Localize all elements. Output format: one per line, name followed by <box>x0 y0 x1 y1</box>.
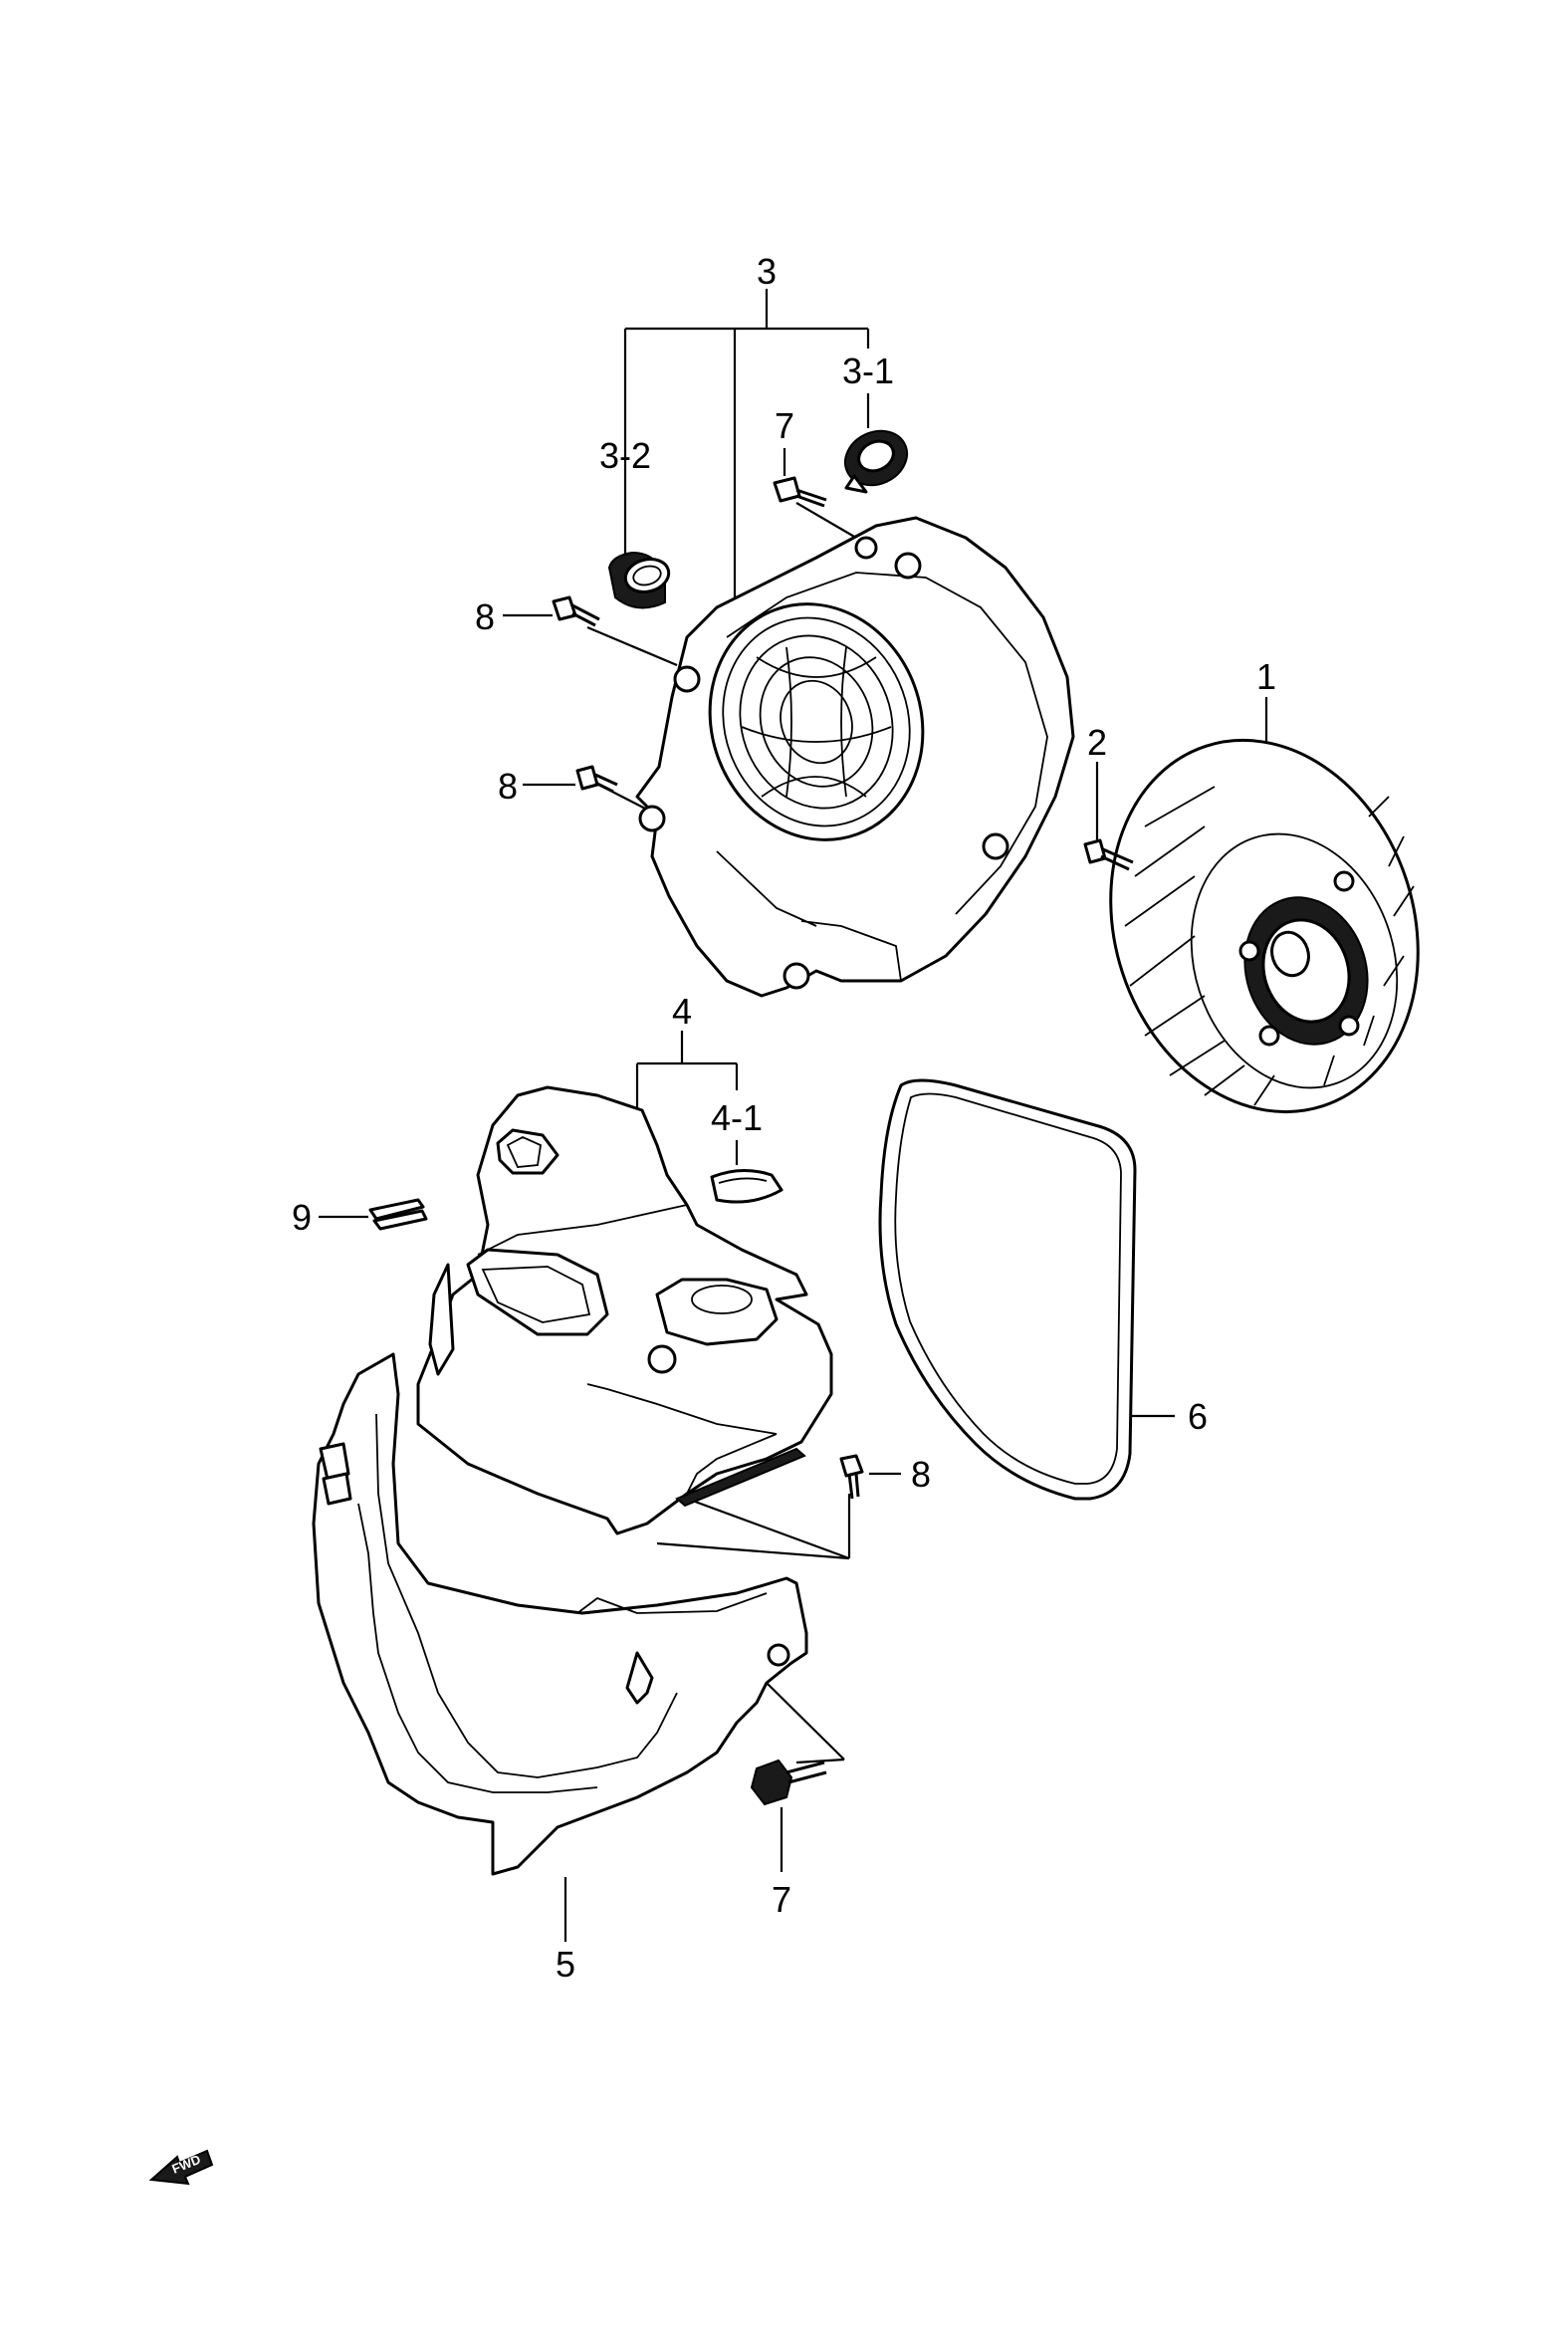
callout-1: 1 <box>1256 656 1276 697</box>
callout-8-lower: 8 <box>498 766 518 807</box>
bolt-part-8-right <box>839 1454 864 1500</box>
callout-7-bottom: 7 <box>772 1879 791 1920</box>
fwd-arrow-icon: FWD <box>148 2149 214 2186</box>
bolt-part-7-bottom <box>750 1759 827 1806</box>
grommet-part-3-2 <box>607 551 671 609</box>
callout-9: 9 <box>292 1197 312 1238</box>
bolt-part-8-lower <box>575 765 618 794</box>
callout-3-1: 3-1 <box>842 351 894 391</box>
fan-part-1 <box>1109 738 1420 1114</box>
gasket-part-6 <box>878 1078 1137 1501</box>
callout-5: 5 <box>556 1944 575 1985</box>
shroud-part-4 <box>416 1085 833 1535</box>
callout-6: 6 <box>1188 1396 1208 1437</box>
bolt-part-8-upper <box>552 595 600 627</box>
bolt-part-7-top <box>773 476 827 508</box>
callout-8-upper: 8 <box>475 596 495 637</box>
seal-part-3-1 <box>843 429 909 494</box>
fan-cover-part-3 <box>635 516 1075 998</box>
callout-7-top: 7 <box>775 405 794 446</box>
callout-8-right: 8 <box>911 1454 931 1495</box>
lower-shroud-part-5 <box>312 1352 808 1876</box>
callout-labels: 3 3-1 3-2 7 8 8 1 2 4 4-1 9 6 8 7 5 <box>292 251 1276 1985</box>
bolt-part-2 <box>1083 838 1134 871</box>
callout-3-2: 3-2 <box>599 435 651 476</box>
callout-3: 3 <box>757 251 777 292</box>
cap-part-4-1 <box>710 1169 784 1204</box>
callout-4: 4 <box>672 991 692 1032</box>
callout-4-1: 4-1 <box>711 1097 763 1138</box>
clip-part-9 <box>368 1198 428 1231</box>
callout-2: 2 <box>1087 722 1107 763</box>
